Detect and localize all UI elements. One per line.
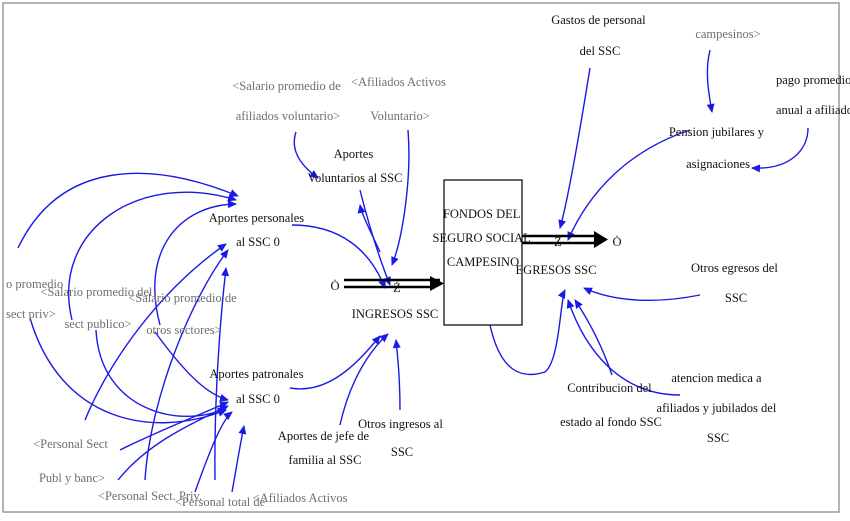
shadow-salario-otros[interactable]: <Salario promedio de otros sectores> xyxy=(128,291,240,337)
sink-cloud-icon: Ȯ xyxy=(612,234,621,249)
shadow-salario-publico[interactable]: <Salario promedio del sect publico> xyxy=(40,285,155,331)
shadow-afiliados-voluntario[interactable]: <Afiliados Activos Voluntario> xyxy=(351,75,449,123)
stock-fondos-box[interactable] xyxy=(443,179,523,326)
outflow-egresos-label[interactable]: EGRESOS SSC xyxy=(516,263,597,277)
var-pago-promedio[interactable]: pago promedio o anual a afiliados c xyxy=(776,73,850,117)
shadow-personal-priv[interactable]: <Personal Sect. Priv. xyxy=(98,489,202,503)
shadow-campesinos[interactable]: campesinos> xyxy=(695,27,760,41)
var-aportes-personales[interactable]: Aportes personales al SSC 0 xyxy=(209,211,308,249)
var-aportes-voluntarios[interactable]: Aportes Voluntarios al SSC xyxy=(308,147,403,185)
causal-links xyxy=(17,49,809,493)
shadow-personal-total[interactable]: <Personal total de xyxy=(175,495,266,509)
stock-label: FONDOS DEL SEGURO SOCIAL CAMPESINO xyxy=(433,207,534,269)
var-aportes-patronales[interactable]: Aportes patronales al SSC 0 xyxy=(209,367,306,406)
var-atencion[interactable]: atencion medica a afiliados y jubilados … xyxy=(657,371,780,445)
shadow-afiliados-activos[interactable]: <Afiliados Activos xyxy=(253,491,348,505)
shadow-salario-voluntario[interactable]: <Salario promedio de afiliados voluntari… xyxy=(232,79,344,123)
var-contribucion[interactable]: Contribucion del estado al fondo SSC xyxy=(560,381,662,429)
shadow-personal-publ[interactable]: <Personal Sect Publ y banc> xyxy=(33,437,111,485)
stock-line: FONDOS DEL xyxy=(443,207,520,221)
inflow-valve-icon: Ż xyxy=(393,281,401,295)
var-otros-ingresos[interactable]: Otros ingresos al SSC xyxy=(358,417,446,459)
var-gastos-personal[interactable]: Gastos de personal del SSC xyxy=(551,13,649,58)
var-aportes-jefe[interactable]: Aportes de jefe de familia al SSC xyxy=(278,429,372,467)
var-otros-egresos[interactable]: Otros egresos del SSC xyxy=(691,261,781,305)
material-flows xyxy=(344,231,608,291)
shadow-promedio-priv[interactable]: o promedio sect priv> xyxy=(6,277,66,321)
source-cloud-icon: Ȯ xyxy=(330,278,339,293)
stock-line: CAMPESINO xyxy=(447,255,519,269)
var-pension[interactable]: Pension jubilares y asignaciones xyxy=(669,125,767,171)
inflow-ingresos-label[interactable]: INGRESOS SSC xyxy=(352,307,439,321)
outflow-valve-icon: Ż xyxy=(554,235,562,249)
stock-line: SEGURO SOCIAL xyxy=(433,231,531,245)
diagram-border xyxy=(2,2,840,513)
